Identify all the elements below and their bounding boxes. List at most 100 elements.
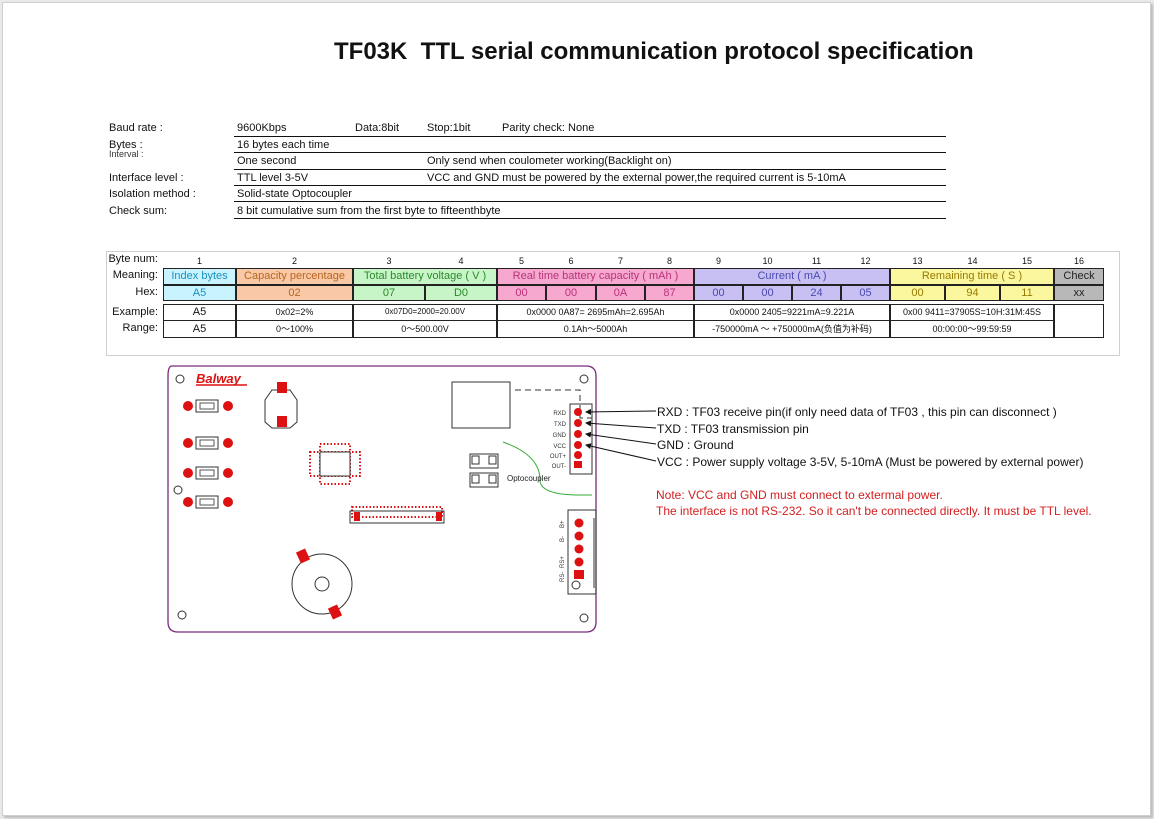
divider: [163, 320, 1054, 321]
hex-cell: 0A: [596, 285, 645, 301]
example-range-voltage-cell: [353, 304, 497, 338]
example-range-index-cell: [163, 304, 236, 338]
interval-label: Interval :: [109, 149, 144, 159]
range-current: -750000mA ～ +750000mA(负值为补码): [712, 324, 872, 334]
hex-cell: 00: [890, 285, 945, 301]
byte-number: 2: [291, 256, 297, 266]
byte-number: 4: [458, 256, 464, 266]
page-title: TF03K TTL serial communication protocol …: [334, 38, 974, 65]
hex-cell: 24: [792, 285, 841, 301]
protocol-table: [106, 251, 1120, 356]
row-label-example: Example:: [112, 306, 158, 318]
byte-number: 12: [860, 256, 871, 266]
meaning-index: Index bytes: [163, 268, 236, 285]
isolation-label: Isolation method :: [109, 188, 196, 200]
byte-number: 8: [666, 256, 672, 266]
side-label-rs-minus: RS-: [560, 572, 566, 582]
hex-cell: D0: [425, 285, 497, 301]
range-capacity: 0～100%: [275, 324, 314, 334]
hex-cell: 00: [546, 285, 596, 301]
bytes-label: Bytes :: [109, 139, 143, 151]
byte-number: 3: [386, 256, 392, 266]
byte-number: 1: [196, 256, 202, 266]
hex-cell: 94: [945, 285, 1000, 301]
optocoupler-label: Optocoupler: [507, 474, 551, 483]
meaning-check: Check: [1054, 268, 1104, 285]
board-diagram: Balway RXD TXD GND VCC OUT+ OUT- Optocou…: [167, 365, 597, 633]
byte-number: 11: [811, 256, 822, 266]
byte-number: 9: [715, 256, 721, 266]
example-current: 0x0000 2405=9221mA=9.221A: [729, 307, 855, 317]
pin-label-out-plus: OUT+: [550, 454, 567, 460]
baud-label: Baud rate :: [109, 122, 163, 134]
divider: [234, 185, 946, 186]
example-voltage: 0x07D0=2000=20.00V: [384, 307, 466, 316]
checksum-value: 8 bit cumulative sum from the first byte…: [237, 205, 501, 217]
example-capacity: 0x02=2%: [275, 307, 314, 317]
pin-arrows: [585, 408, 657, 462]
row-label-hex: Hex:: [135, 286, 158, 298]
pin-desc-vcc: VCC : Power supply voltage 3-5V, 5-10mA …: [657, 455, 1084, 469]
board-logo: Balway: [196, 371, 242, 386]
byte-number: 5: [518, 256, 524, 266]
baud-value: 9600Kbps: [237, 122, 287, 134]
meaning-current: Current ( mA ): [694, 268, 890, 285]
meaning-realcap: Real time battery capacity ( mAh ): [497, 268, 694, 285]
level-value: TTL level 3-5V: [237, 172, 309, 184]
interval-note: Only send when coulometer working(Backli…: [427, 155, 672, 167]
example-range-time-cell: [890, 304, 1054, 338]
checksum-label: Check sum:: [109, 205, 168, 217]
range-voltage: 0～500.00V: [401, 324, 449, 334]
hex-cell: 11: [1000, 285, 1054, 301]
example-realcap: 0x0000 0A87= 2695mAh=2.695Ah: [526, 307, 665, 317]
divider: [234, 136, 946, 137]
byte-number: 15: [1021, 256, 1032, 266]
byte-number: 7: [617, 256, 623, 266]
example-index: A5: [192, 306, 207, 318]
row-label-byte-num: Byte num:: [108, 253, 158, 265]
hex-cell: 00: [497, 285, 546, 301]
pin-desc-txd: TXD : TF03 transmission pin: [657, 422, 809, 436]
parity: Parity check: None: [502, 122, 595, 134]
stop-bits: Stop:1bit: [427, 122, 471, 134]
byte-number: 6: [568, 256, 574, 266]
meaning-capacity: Capacity percentage: [236, 268, 353, 285]
divider: [234, 152, 946, 153]
side-label-b-plus: B+: [560, 520, 566, 528]
example-range-current-cell: [694, 304, 890, 338]
level-note: VCC and GND must be powered by the exter…: [427, 172, 846, 184]
byte-number: 10: [762, 256, 773, 266]
pin-label-rxd: RXD: [553, 411, 566, 417]
pin-label-txd: TXD: [554, 422, 567, 428]
pin-desc-rxd: RXD : TF03 receive pin(if only need data…: [657, 405, 1057, 419]
bytes-value: 16 bytes each time: [237, 139, 330, 151]
interval-value: One second: [237, 155, 297, 167]
pin-label-out-minus: OUT-: [552, 464, 566, 470]
hex-cell: 02: [236, 285, 353, 301]
hex-cell: 07: [353, 285, 425, 301]
divider: [234, 218, 946, 219]
meaning-voltage: Total battery voltage ( V ): [353, 268, 497, 285]
hex-cell: 05: [841, 285, 890, 301]
meaning-time: Remaining time ( S ): [890, 268, 1054, 285]
hex-cell: 87: [645, 285, 694, 301]
note-line-2: The interface is not RS-232. So it can't…: [656, 504, 1092, 518]
note-line-1: Note: VCC and GND must connect to exterm…: [656, 488, 943, 502]
range-realcap: 0.1Ah～5000Ah: [563, 324, 628, 334]
example-time: 0x00 9411=37905S=10H:31M:45S: [903, 307, 1041, 317]
hex-cell: A5: [163, 285, 236, 301]
pin-label-gnd: GND: [553, 433, 567, 439]
range-time: 00:00:00～99:59:59: [932, 324, 1012, 334]
divider: [234, 169, 946, 170]
divider: [234, 201, 946, 202]
side-label-b-minus: B-: [560, 536, 566, 542]
example-range-check-cell: [1054, 304, 1104, 338]
row-label-meaning: Meaning:: [112, 269, 158, 281]
pin-desc-gnd: GND : Ground: [657, 438, 734, 452]
row-label-range: Range:: [122, 322, 158, 334]
button-group: [183, 399, 233, 509]
byte-number: 16: [1073, 256, 1084, 266]
hex-cell: 00: [694, 285, 743, 301]
hex-cell: xx: [1054, 285, 1104, 301]
range-index: A5: [192, 323, 207, 335]
